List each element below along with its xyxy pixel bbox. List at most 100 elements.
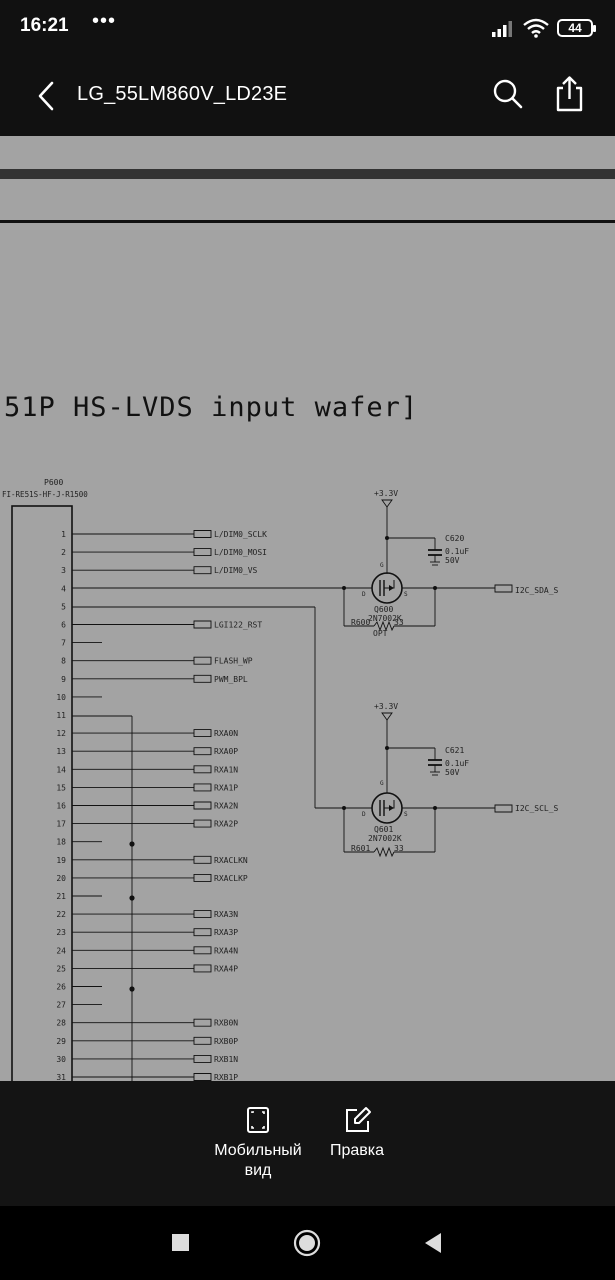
pin-number: 9 (61, 675, 66, 684)
bottom-toolbar: Мобильный вид Правка (0, 1081, 615, 1206)
net-flag (193, 783, 212, 792)
document-viewer[interactable]: 51P HS-LVDS input wafer] P600 FI-RE51S-H… (0, 136, 615, 1081)
net-label: FLASH_WP (214, 657, 253, 666)
net-flag (193, 928, 212, 937)
gate-pin-upper: G (380, 562, 384, 569)
pin-number: 21 (56, 892, 66, 901)
net-label: RXA0N (214, 729, 238, 738)
net-label: RXB1P (214, 1073, 238, 1081)
back-button[interactable] (30, 78, 66, 114)
system-nav-bar (0, 1206, 615, 1280)
net-label: RXA1P (214, 783, 238, 792)
net-flag (193, 1054, 212, 1063)
pin-number: 29 (56, 1037, 66, 1046)
pin-number: 31 (56, 1073, 66, 1081)
pin-number: 11 (56, 711, 66, 720)
opt-label-upper: OPT (373, 629, 388, 638)
schematic-heading: 51P HS-LVDS input wafer] (4, 392, 418, 423)
net-label: RXB1N (214, 1055, 238, 1064)
pin-number: 13 (56, 747, 66, 756)
pin-number: 16 (56, 802, 66, 811)
battery-icon: 44 (557, 19, 596, 37)
pin-number: 26 (56, 983, 66, 992)
net-label: L/DIM0_MOSI (214, 548, 267, 557)
q-part-lower: 2N7002K (368, 834, 402, 843)
source-pin-upper: S (404, 591, 408, 598)
recents-square-icon[interactable] (166, 1228, 196, 1258)
net-label: RXA3P (214, 928, 238, 937)
status-time: 16:21 (20, 15, 69, 36)
net-label: L/DIM0_SCLK (214, 530, 267, 539)
q-ref-upper: Q600 (374, 605, 393, 614)
net-flag (193, 530, 212, 538)
pin-number: 17 (56, 820, 66, 829)
pin-number: 3 (61, 566, 66, 575)
mobile-view-button[interactable]: Мобильный вид (206, 1105, 310, 1181)
net-flag (193, 855, 212, 864)
pin-number: 10 (56, 693, 66, 702)
net-label: RXB0P (214, 1037, 238, 1046)
r-val-lower: 33 (394, 844, 404, 853)
net-label: RXACLKP (214, 874, 248, 883)
status-bar: 16:21 ••• 44 (0, 0, 615, 56)
chevron-left-icon (38, 81, 54, 111)
pin-number: 28 (56, 1019, 66, 1028)
home-circle-icon[interactable] (292, 1228, 322, 1258)
share-button[interactable] (551, 74, 587, 114)
pin-number: 24 (56, 946, 66, 955)
signal-icon (492, 21, 512, 37)
pin-number: 5 (61, 602, 66, 611)
search-icon (493, 79, 523, 109)
pin-number: 7 (61, 639, 66, 648)
net-label: LGI122_RST (214, 621, 262, 630)
cap-ref-lower: C621 (445, 746, 464, 755)
mobile-view-label-2: вид (244, 1162, 272, 1179)
net-flag (193, 873, 212, 882)
drain-pin-upper: D (362, 591, 366, 598)
share-icon (556, 76, 583, 112)
net-flag (193, 964, 212, 973)
drain-pin-lower: D (362, 811, 366, 818)
net-flag (193, 946, 212, 955)
cap-volt-lower: 50V (445, 768, 460, 777)
net-label: RXB0N (214, 1019, 238, 1028)
net-flag (193, 801, 212, 810)
pin-number: 30 (56, 1055, 66, 1064)
net-flag (193, 566, 212, 575)
pin-number: 6 (61, 621, 66, 630)
net-flag (193, 620, 212, 629)
r-val-upper: 33 (394, 618, 404, 627)
edit-button[interactable]: Правка (322, 1105, 392, 1161)
cap-ref-upper: C620 (445, 534, 464, 543)
pin-number: 23 (56, 928, 66, 937)
net-label: RXA1N (214, 765, 238, 774)
net-flag (193, 747, 212, 756)
pin-number: 12 (56, 729, 66, 738)
search-button[interactable] (490, 76, 526, 112)
net-label-scl: I2C_SCL_S (515, 804, 559, 813)
edit-icon (346, 1107, 371, 1132)
net-label: PWM_BPL (214, 675, 248, 684)
net-label: RXA4P (214, 964, 238, 973)
net-flag (193, 819, 212, 828)
vcc-label-lower: +3.3V (374, 702, 398, 711)
cap-volt-upper: 50V (445, 556, 460, 565)
net-label: RXA4N (214, 946, 238, 955)
net-label: RXA2P (214, 820, 238, 829)
pin-number: 8 (61, 657, 66, 666)
mobile-view-label-1: Мобильный (214, 1142, 302, 1159)
pin-number: 4 (61, 584, 66, 593)
schematic-page: 51P HS-LVDS input wafer] P600 FI-RE51S-H… (0, 169, 615, 1081)
net-flag (193, 910, 212, 919)
pin-number: 19 (56, 856, 66, 865)
net-flag (193, 729, 212, 738)
pin-number: 18 (56, 838, 66, 847)
pin-number: 27 (56, 1001, 66, 1010)
net-label: RXA0P (214, 747, 238, 756)
back-triangle-icon[interactable] (419, 1228, 449, 1258)
pin-number: 22 (56, 910, 66, 919)
r-ref-lower: R601 (351, 844, 370, 853)
source-pin-lower: S (404, 811, 408, 818)
cap-val-upper: 0.1uF (445, 547, 469, 556)
